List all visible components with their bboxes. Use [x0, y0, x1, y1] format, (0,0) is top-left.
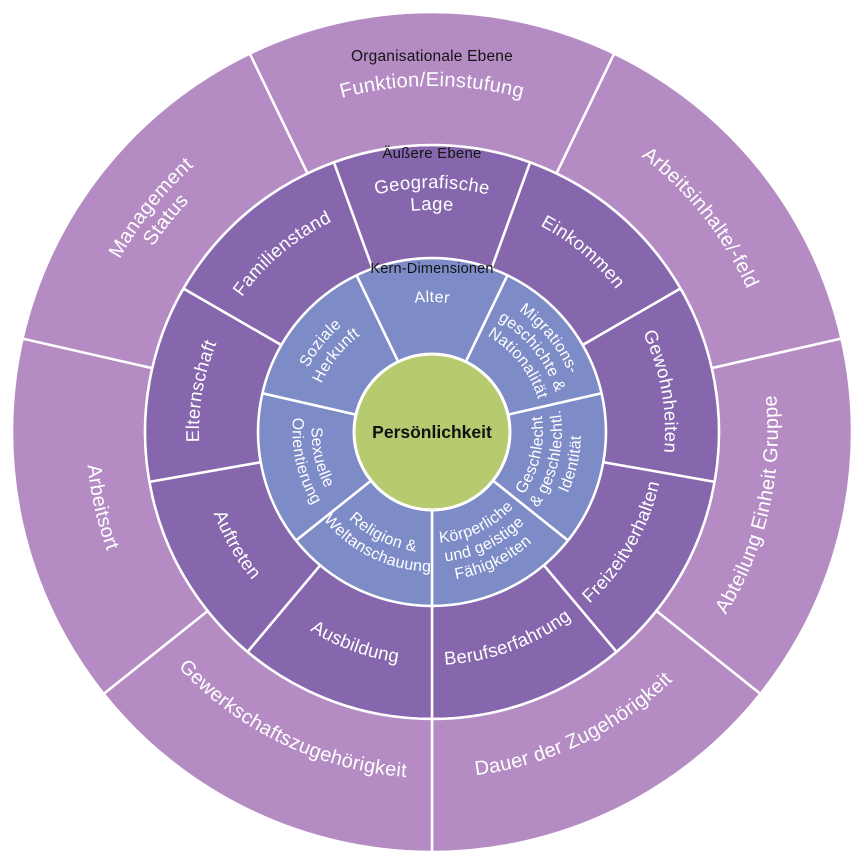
- ring-title-organisationale-ebene: Organisationale Ebene: [351, 48, 513, 65]
- ring-title-kern-dimensionen: Kern-Dimensionen: [370, 261, 493, 277]
- segment-organisationale-ebene-management-status: [21, 51, 310, 370]
- ring-title-aeussere-ebene: Äußere Ebene: [382, 145, 481, 162]
- center-circle: [352, 352, 512, 512]
- label-alter: Alter: [414, 289, 451, 307]
- center-label: Persönlichkeit: [372, 422, 492, 442]
